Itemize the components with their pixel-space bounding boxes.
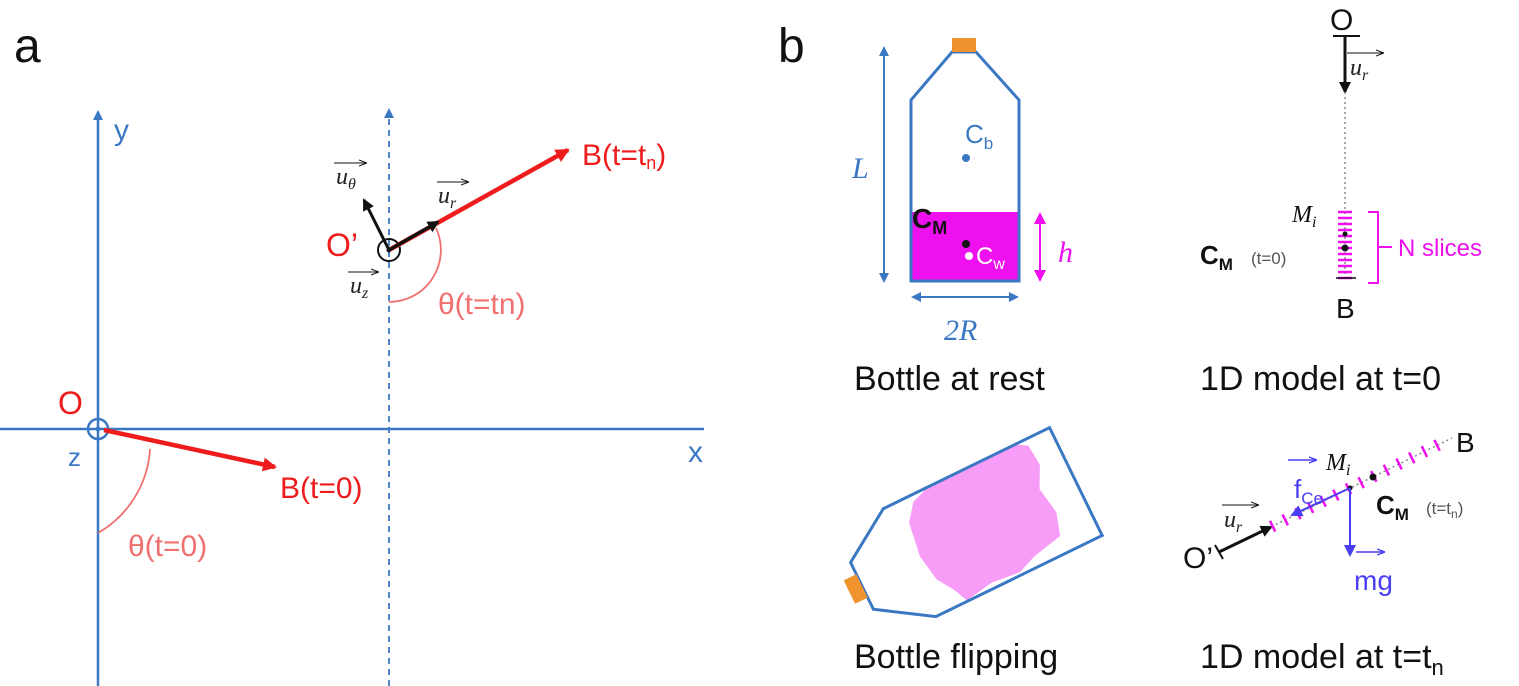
model-t0-origin-label: O — [1330, 4, 1353, 37]
model-tn-cm-point — [1369, 473, 1377, 481]
cw-point — [965, 252, 973, 260]
model-tn-b-label: B — [1456, 427, 1475, 458]
origin-o-label: O — [58, 385, 83, 421]
caption-bottle-rest: Bottle at rest — [854, 360, 1045, 398]
flipping-water — [909, 444, 1061, 601]
uz-label: uz — [350, 273, 369, 302]
n-slices-label: N slices — [1398, 235, 1482, 262]
dimension-h-label: h — [1058, 236, 1073, 269]
model-tn-mi-label: Mi — [1325, 450, 1350, 479]
origin-prime-label: O’ — [326, 227, 358, 263]
model-tn-ur-vector — [1218, 525, 1273, 554]
caption-bottle-flipping: Bottle flipping — [854, 638, 1058, 676]
model-tn: ur O’ B Mi CM (t=tn) fCe mg 1D model at … — [1183, 427, 1475, 680]
slice-mark — [1433, 439, 1441, 452]
origin-prime-circle — [377, 238, 401, 262]
unit-vector-utheta — [362, 198, 391, 251]
flipping-bottle-outline — [848, 425, 1105, 619]
centrifugal-force-arrow — [1290, 487, 1351, 517]
x-axis-label: x — [688, 436, 703, 469]
model-t0-cm-label: CM — [1200, 240, 1233, 274]
utheta-label: uθ — [336, 164, 356, 193]
cb-point — [962, 154, 970, 162]
vector-ob-t0 — [103, 427, 277, 472]
cm-label: CM — [912, 203, 947, 238]
ur-label: ur — [438, 183, 457, 212]
b-tn-label: B(t=tn) — [582, 139, 666, 173]
slice-mark — [1382, 464, 1391, 477]
theta-tn-label: θ(t=tn) — [438, 288, 526, 321]
slice-mark — [1281, 513, 1290, 526]
model-tn-ur-label: ur — [1224, 507, 1243, 536]
caption-model-tn: 1D model at t=tn — [1200, 638, 1444, 680]
flipping-bottle-cap — [843, 574, 868, 604]
model-tn-origin-label: O’ — [1183, 542, 1213, 575]
fce-label: fCe — [1294, 474, 1323, 508]
slice-mark — [1268, 520, 1277, 533]
cm-point — [962, 240, 970, 248]
caption-model-t0: 1D model at t=0 — [1200, 360, 1441, 398]
b-t0-label: B(t=0) — [280, 472, 363, 505]
model-tn-origin-tick — [1214, 544, 1224, 560]
panel-a: a y x z O B(t=0) θ(t=0) O’ B(t=tn) ur uθ — [0, 20, 704, 686]
panel-b: b L h 2R Cb CM Cw Bottle at rest Bottle … — [778, 4, 1482, 680]
dimension-2r-label: 2R — [944, 314, 977, 347]
slice-mark — [1420, 445, 1429, 458]
panel-b-label: b — [778, 20, 805, 73]
mg-label: mg — [1354, 565, 1393, 596]
slice-mark — [1407, 451, 1416, 464]
flipping-bottle — [843, 425, 1105, 619]
panel-a-label: a — [14, 20, 41, 73]
angle-arc-tn — [388, 227, 442, 303]
model-t0-cm-time: (t=0) — [1251, 249, 1286, 268]
z-axis-label: z — [68, 442, 81, 472]
unit-vector-ur — [388, 220, 440, 252]
slice-mark — [1306, 501, 1315, 514]
y-axis-label: y — [114, 114, 129, 147]
dimension-l-label: L — [851, 152, 869, 185]
bottle-cap — [952, 38, 976, 52]
origin-dot — [95, 426, 101, 432]
slices-bracket — [1368, 211, 1392, 284]
theta-t0-label: θ(t=0) — [128, 530, 207, 563]
model-t0-b-label: B — [1336, 293, 1355, 324]
model-t0-ur-label: ur — [1350, 55, 1369, 84]
model-tn-cm-label: CM — [1376, 490, 1409, 524]
slice-mark — [1395, 458, 1403, 470]
model-t0-mi-point — [1342, 231, 1348, 237]
model-t0-mi-label: Mi — [1291, 202, 1316, 231]
cw-label: Cw — [976, 243, 1005, 273]
model-t0: O ur Mi CM (t=0) N slices B 1D model at … — [1200, 4, 1482, 398]
angle-arc-t0 — [97, 448, 151, 534]
slice-mark — [1357, 476, 1365, 489]
model-t0-cm-point — [1341, 244, 1349, 252]
model-tn-cm-time: (t=tn) — [1426, 499, 1463, 521]
cb-label: Cb — [965, 119, 993, 153]
